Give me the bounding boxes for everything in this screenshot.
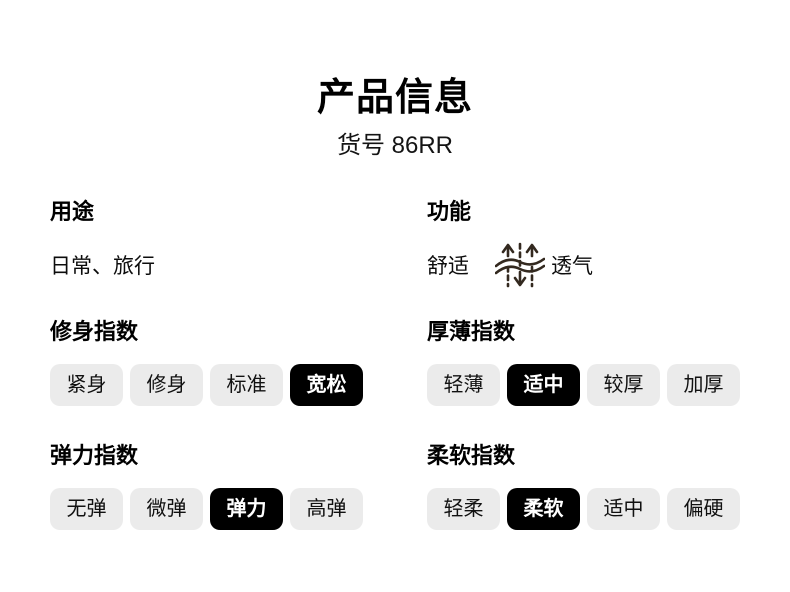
thickness-options: 轻薄 适中 较厚 加厚 [427,364,740,406]
section-feature: 功能 舒适 [427,200,740,288]
feature-value-row: 舒适 透气 [427,242,740,288]
elasticity-option-pill[interactable]: 无弹 [50,488,123,530]
softness-option-pill[interactable]: 柔软 [507,488,580,530]
section-usage-title: 用途 [50,199,95,224]
elasticity-option-pill[interactable]: 高弹 [290,488,363,530]
softness-option-pill[interactable]: 适中 [587,488,660,530]
fit-option-pill[interactable]: 修身 [130,364,203,406]
fit-option-pill[interactable]: 宽松 [290,364,363,406]
elasticity-option-pill[interactable]: 弹力 [210,488,283,530]
section-usage: 用途 日常、旅行 [50,200,363,288]
content-grid: 用途 日常、旅行 功能 舒适 [0,200,790,568]
elasticity-option-pill[interactable]: 微弹 [130,488,203,530]
softness-options: 轻柔 柔软 适中 偏硬 [427,488,740,530]
section-fit-title: 修身指数 [50,319,139,344]
section-thickness: 厚薄指数 轻薄 适中 较厚 加厚 [427,320,740,406]
usage-value: 日常、旅行 [50,255,155,278]
section-thickness-title: 厚薄指数 [427,319,516,344]
section-elasticity-title: 弹力指数 [50,443,139,468]
breathability-icon [495,242,545,288]
header: 产品信息 货号 86RR [0,0,790,160]
section-fit: 修身指数 紧身 修身 标准 宽松 [50,320,363,406]
feature-comfort-label: 舒适 [427,255,469,278]
thickness-option-pill[interactable]: 较厚 [587,364,660,406]
fit-option-pill[interactable]: 标准 [210,364,283,406]
section-feature-title: 功能 [427,199,472,224]
fit-options: 紧身 修身 标准 宽松 [50,364,363,406]
softness-option-pill[interactable]: 轻柔 [427,488,500,530]
feature-breathable-label: 透气 [551,255,593,278]
section-softness-title: 柔软指数 [427,443,516,468]
elasticity-options: 无弹 微弹 弹力 高弹 [50,488,363,530]
thickness-option-pill[interactable]: 适中 [507,364,580,406]
page-title: 产品信息 [316,77,473,119]
fit-option-pill[interactable]: 紧身 [50,364,123,406]
softness-option-pill[interactable]: 偏硬 [667,488,740,530]
thickness-option-pill[interactable]: 轻薄 [427,364,500,406]
section-softness: 柔软指数 轻柔 柔软 适中 偏硬 [427,444,740,530]
thickness-option-pill[interactable]: 加厚 [667,364,740,406]
section-elasticity: 弹力指数 无弹 微弹 弹力 高弹 [50,444,363,530]
sku-label: 货号 86RR [336,132,454,159]
